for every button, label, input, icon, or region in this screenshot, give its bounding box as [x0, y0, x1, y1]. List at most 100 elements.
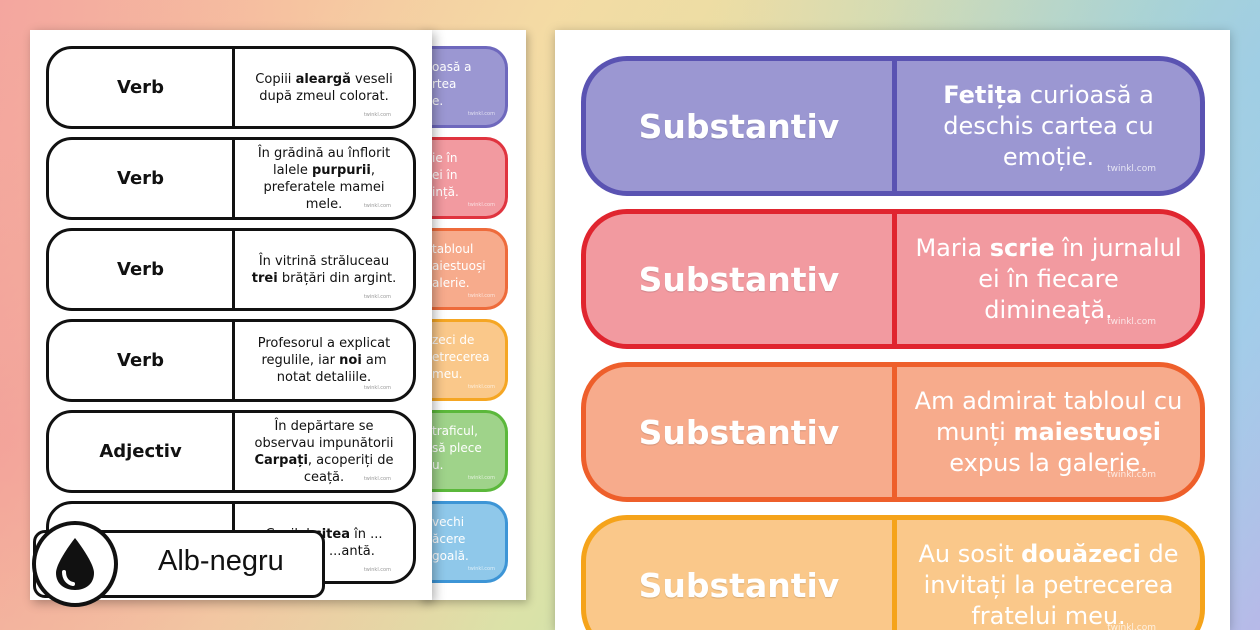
sentence-text: am notat detaliile. [276, 353, 387, 385]
sentence-text: Maria [915, 233, 990, 262]
sentence-text: veseli după zmeul colorat. [259, 71, 393, 104]
sentence-text: În vitrină străluceau [258, 253, 390, 269]
back-card-text: ăcere [432, 532, 466, 546]
black-white-badge: Alb-negru [32, 521, 325, 607]
bw-card-sentence: În depărtare se observau impunătorii Car… [235, 413, 413, 490]
bw-card-word-type: Verb [49, 231, 235, 308]
color-card-word-type: Substantiv [638, 259, 840, 299]
color-card: Substantiv Maria scrie în jurnalul ei în … [581, 209, 1205, 349]
back-card-text: ei în [432, 168, 458, 182]
highlighted-word: Fetița [943, 80, 1023, 109]
back-card-text: zeci de [432, 333, 475, 347]
back-card: vechi ăcere goală. twinkl.com [426, 501, 508, 583]
back-card-text: alerie. [432, 276, 470, 290]
back-card: ie în ei în ință. twinkl.com [426, 137, 508, 219]
ink-drop-icon [32, 521, 118, 607]
watermark: twinkl.com [1107, 470, 1156, 480]
sentence-text: Profesorul a explicat regulile, iar [257, 336, 391, 368]
back-card-text: vechi [432, 515, 465, 529]
bw-card-word-type: Verb [49, 322, 235, 399]
sentence-text: Copiii [255, 71, 296, 87]
highlighted-word: douăzeci [1021, 539, 1141, 568]
sentence-text: Am admirat tabloul cu munți [914, 386, 1183, 446]
watermark: twinkl.com [467, 111, 495, 117]
watermark: twinkl.com [467, 475, 495, 481]
sentence-text: în jurnalul ei în fiecare dimineață. [978, 233, 1182, 324]
back-card-text: meu. [432, 367, 463, 381]
card-divider [892, 61, 897, 191]
highlighted-word: aleargă [295, 71, 351, 87]
card-divider [892, 367, 897, 497]
watermark: twinkl.com [1107, 623, 1156, 630]
sentence-text: Au sosit [918, 539, 1022, 568]
sentence-text: curioasă a deschis cartea cu emoție. [943, 80, 1154, 171]
sentence-text: , preferatele mamei mele. [263, 162, 385, 212]
bw-card-word-type: Adjectiv [49, 413, 235, 490]
watermark: twinkl.com [467, 293, 495, 299]
color-card-word-type: Substantiv [638, 106, 840, 146]
badge-label: Alb-negru [158, 545, 284, 577]
watermark: twinkl.com [1107, 317, 1156, 327]
watermark: twinkl.com [363, 567, 391, 573]
color-card-sentence: Am admirat tabloul cu munți maiestuoși e… [897, 367, 1200, 497]
watermark: twinkl.com [363, 294, 391, 300]
color-sheet-preview: Substantiv Fetița curioasă a deschis cart… [555, 30, 1230, 630]
color-card: Substantiv Am admirat tabloul cu munți ma… [581, 362, 1205, 502]
back-card: traficul, să plece u. twinkl.com [426, 410, 508, 492]
bw-card-sentence: Copiii aleargă veseli după zmeul colorat… [235, 49, 413, 126]
bw-card-sentence: Profesorul a explicat regulile, iar noi … [235, 322, 413, 399]
back-card-text: goală. [432, 549, 469, 563]
back-card-text: tabloul [432, 242, 474, 256]
highlighted-word: purpurii [311, 162, 371, 178]
watermark: twinkl.com [467, 202, 495, 208]
sentence-text: , acoperiți de ceață. [303, 452, 394, 485]
bw-card-sentence: În vitrină străluceau trei brățări din a… [235, 231, 413, 308]
color-card-sentence: Fetița curioasă a deschis cartea cu emoț… [897, 61, 1200, 191]
back-card-text: rtea [432, 77, 457, 91]
sentence-text: de invitați la petrecerea fratelui meu. [923, 539, 1179, 630]
color-card-word-type: Substantiv [638, 412, 840, 452]
highlighted-word: noi [339, 353, 362, 368]
watermark: twinkl.com [363, 476, 391, 482]
watermark: twinkl.com [467, 566, 495, 572]
back-card: tabloul aiestuoși alerie. twinkl.com [426, 228, 508, 310]
card-divider [892, 520, 897, 630]
color-card: Substantiv Fetița curioasă a deschis cart… [581, 56, 1205, 196]
back-card-text: aiestuoși [432, 259, 486, 273]
color-card-sentence: Maria scrie în jurnalul ei în fiecare di… [897, 214, 1200, 344]
watermark: twinkl.com [1107, 164, 1156, 174]
highlighted-word: scrie [989, 233, 1055, 262]
highlighted-word: trei [251, 270, 278, 286]
sentence-text: În grădină au înflorit lalele [257, 145, 391, 178]
watermark: twinkl.com [363, 385, 391, 391]
back-card-text: ință. [432, 185, 459, 199]
highlighted-word: maiestuoși [1013, 417, 1162, 446]
back-card-text: să plece [432, 441, 482, 455]
back-card-text: u. [432, 458, 444, 472]
back-card-text: ie în [432, 151, 458, 165]
sentence-text: brățări din argint. [277, 270, 397, 286]
bw-card-word-type: Verb [49, 49, 235, 126]
watermark: twinkl.com [467, 384, 495, 390]
bw-card-sentence: În grădină au înflorit lalele purpurii, … [235, 140, 413, 217]
bw-card-word-type: Verb [49, 140, 235, 217]
back-card-text: etrecerea [432, 350, 490, 364]
back-card-text: traficul, [432, 424, 478, 438]
back-card-text: e. [432, 94, 444, 108]
color-card: Substantiv Au sosit douăzeci de invitați … [581, 515, 1205, 630]
card-divider [892, 214, 897, 344]
color-card-word-type: Substantiv [638, 565, 840, 605]
color-sheet-preview-back: oasă a rtea e. twinkl.com ie în ei în ință. twi… [420, 30, 526, 600]
back-card: zeci de etrecerea meu. twinkl.com [426, 319, 508, 401]
sentence-text: expus la galerie. [949, 448, 1148, 477]
watermark: twinkl.com [363, 112, 391, 118]
watermark: twinkl.com [363, 203, 391, 209]
back-card-text: oasă a [432, 60, 472, 74]
color-card-sentence: Au sosit douăzeci de invitați la petrece… [897, 520, 1200, 630]
